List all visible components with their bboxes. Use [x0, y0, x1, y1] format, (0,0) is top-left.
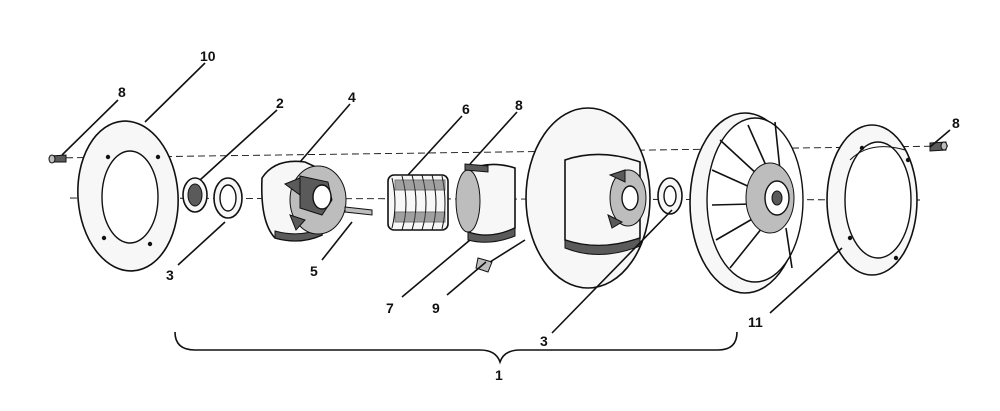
callout-2: 2 [276, 95, 284, 111]
leader-11 [769, 247, 843, 314]
leader-9 [446, 261, 487, 296]
cover-plate-right [826, 124, 918, 276]
movable-sheave [525, 107, 651, 289]
cam-hub [260, 160, 347, 242]
roll-pin [344, 206, 373, 216]
leader-8-right [929, 129, 951, 148]
screw-right [929, 141, 948, 152]
leader-8-left [61, 99, 119, 156]
upper-assembly-axis [54, 145, 949, 159]
callout-1: 1 [495, 367, 503, 383]
callout-9: 9 [432, 300, 440, 316]
assembly-bracket [174, 331, 738, 365]
washer-right [657, 177, 683, 215]
spring-cup [455, 163, 516, 243]
fixed-sheave [689, 112, 804, 294]
cover-plate-left [77, 120, 179, 272]
leader-6 [407, 115, 463, 176]
callout-8-middle: 8 [515, 97, 523, 113]
callout-10: 10 [200, 48, 216, 64]
washer-left [213, 177, 243, 219]
callout-11: 11 [748, 314, 763, 330]
callout-8-left: 8 [118, 84, 126, 100]
screw-left [48, 154, 67, 164]
callout-3-right: 3 [540, 333, 548, 349]
leader-lines [61, 62, 951, 334]
screw-middle [464, 163, 489, 173]
key-pin [475, 257, 493, 273]
callout-3-left: 3 [166, 267, 174, 283]
leader-10 [144, 62, 206, 123]
leader-8-middle [469, 111, 518, 165]
leader-2 [199, 109, 278, 181]
callout-8-right: 8 [952, 115, 960, 131]
leader-3-right [551, 209, 673, 334]
callout-7: 7 [386, 300, 394, 316]
callout-5: 5 [310, 263, 318, 279]
leader-4 [299, 103, 351, 163]
leader-7 [401, 239, 471, 298]
callout-4: 4 [348, 89, 356, 105]
leader-9-extension [489, 239, 526, 263]
leader-5 [321, 221, 353, 261]
leader-3-left [177, 221, 226, 266]
bushing [182, 177, 208, 213]
spring [387, 174, 449, 231]
callout-6: 6 [462, 101, 470, 117]
